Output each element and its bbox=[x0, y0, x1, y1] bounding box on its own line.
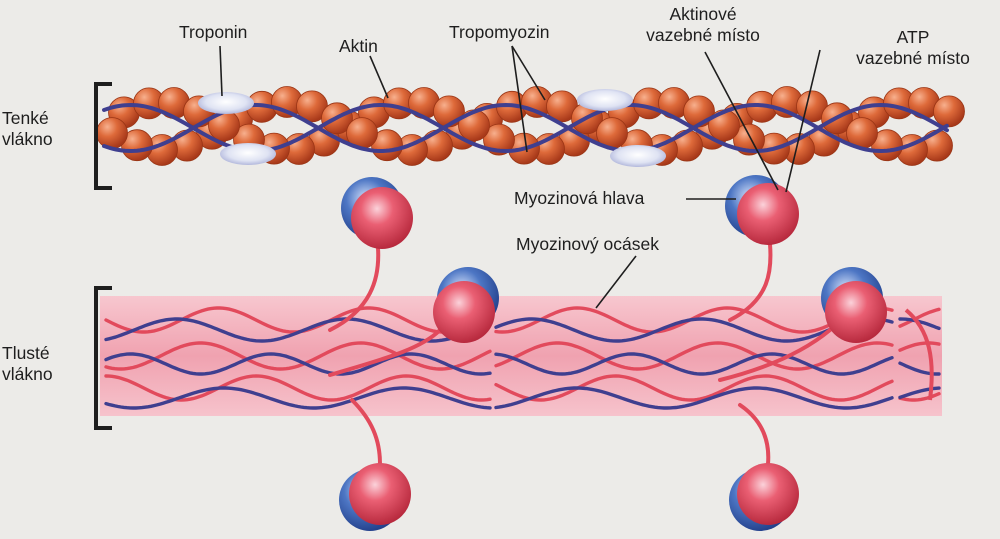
myosin-head bbox=[737, 463, 799, 525]
thick-filament-line1: Tlusté bbox=[2, 343, 53, 364]
actin-binding-site-label: Aktinové vazebné místo bbox=[618, 4, 788, 46]
myosin-head bbox=[351, 187, 413, 249]
thin-filament-line1: Tenké bbox=[2, 108, 53, 129]
thin-filament-line2: vlákno bbox=[2, 129, 53, 150]
thick-filament-line2: vlákno bbox=[2, 364, 53, 385]
myosin-tail-label: Myozinový ocásek bbox=[516, 234, 659, 255]
thin-filament bbox=[97, 87, 965, 168]
actin-bead bbox=[934, 96, 965, 127]
troponin-leader bbox=[220, 46, 222, 96]
myosin-head bbox=[825, 281, 887, 343]
troponin-complex bbox=[198, 92, 254, 114]
thick-filament-label: Tlusté vlákno bbox=[2, 343, 53, 385]
thick-filament bbox=[100, 296, 942, 416]
troponin-label: Troponin bbox=[179, 22, 247, 43]
actin-binding-site-line1: Aktinové bbox=[618, 4, 788, 25]
myosin-head bbox=[349, 463, 411, 525]
thin-filament-label: Tenké vlákno bbox=[2, 108, 53, 150]
troponin-complex bbox=[610, 145, 666, 167]
aktin-label: Aktin bbox=[339, 36, 378, 57]
actin-binding-site-line2: vazebné místo bbox=[618, 25, 788, 46]
actin-bead bbox=[97, 118, 128, 149]
troponin-complex bbox=[577, 89, 633, 111]
actin-bead bbox=[209, 110, 240, 141]
atp-binding-site-line2: vazebné místo bbox=[826, 48, 1000, 69]
tropomyozin-label: Tropomyozin bbox=[449, 22, 550, 43]
atp-binding-site-label: ATP vazebné místo bbox=[826, 27, 1000, 69]
myosin-head bbox=[433, 281, 495, 343]
aktin-leader bbox=[370, 56, 388, 98]
myosin-head bbox=[737, 183, 799, 245]
actin-bead bbox=[459, 110, 490, 141]
troponin-complex bbox=[220, 143, 276, 165]
myosin-head-label: Myozinová hlava bbox=[514, 188, 644, 209]
actin-bead bbox=[709, 110, 740, 141]
atp-binding-site-line1: ATP bbox=[826, 27, 1000, 48]
